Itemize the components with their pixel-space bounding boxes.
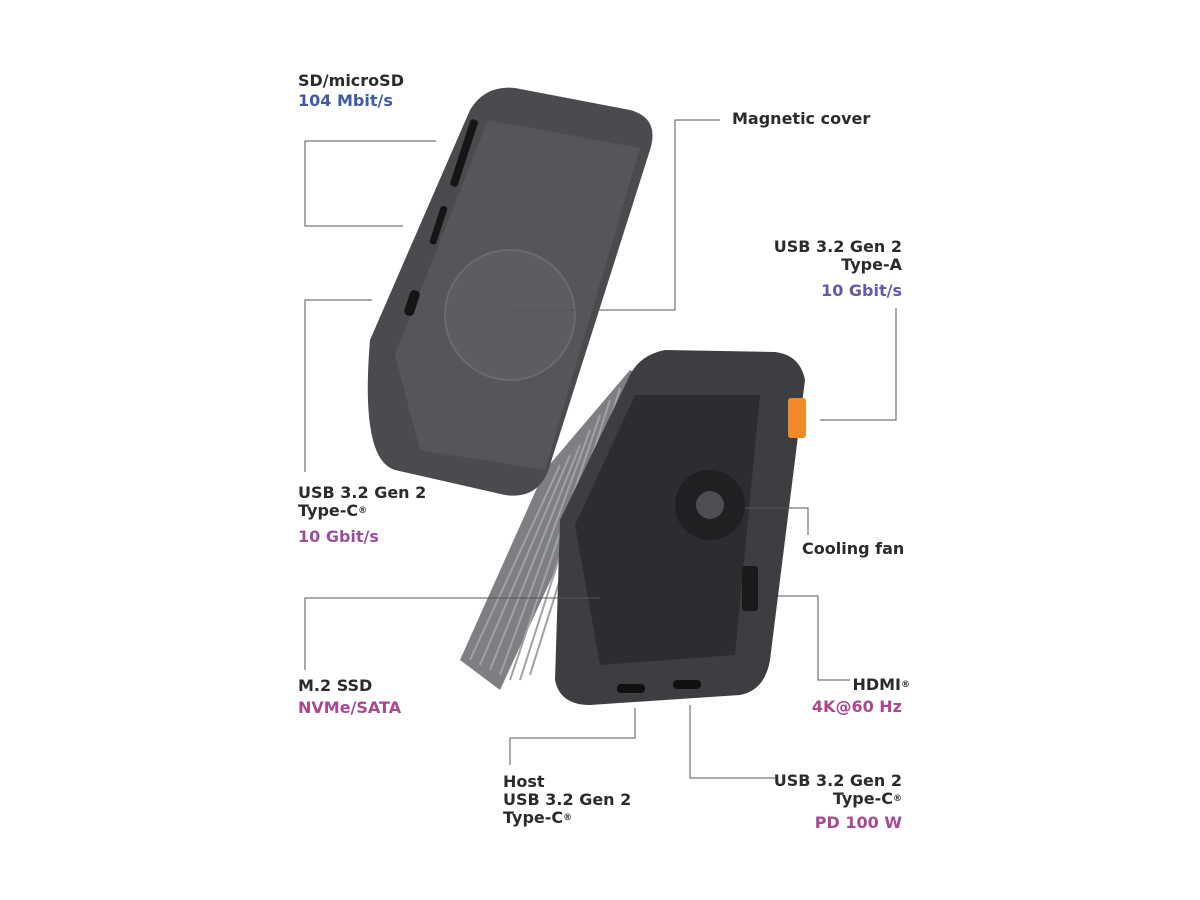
callout-title: USB 3.2 Gen 2	[773, 771, 902, 790]
callout-hdmi: HDMI® 4K@60 Hz	[812, 676, 910, 716]
callout-m2-ssd: M.2 SSD NVMe/SATA	[298, 677, 401, 717]
registered-mark: ®	[358, 506, 368, 516]
callout-value: 10 Gbit/s	[821, 281, 902, 300]
callout-title: Type-C	[298, 501, 359, 520]
callout-value: 104 Mbit/s	[298, 91, 393, 110]
sd-slot-icon	[450, 119, 478, 187]
leader-lines	[304, 119, 897, 779]
bottom-enclosure	[555, 350, 806, 705]
callout-usb-a: USB 3.2 Gen 2 Type-A 10 Gbit/s	[774, 238, 902, 300]
host-usb-c-port-icon	[617, 684, 645, 693]
magnetic-ring-icon	[444, 249, 576, 381]
callout-sd: SD/microSD 104 Mbit/s	[298, 72, 404, 110]
microsd-slot-icon	[429, 205, 448, 245]
callout-value: PD 100 W	[814, 813, 902, 832]
pd-usb-c-port-icon	[673, 680, 701, 689]
callout-value: 10 Gbit/s	[298, 527, 379, 546]
callout-magnetic-cover: Magnetic cover	[732, 110, 870, 128]
registered-mark: ®	[893, 794, 902, 804]
callout-title: Type-C	[832, 789, 893, 808]
hdmi-port-icon	[742, 566, 758, 611]
callout-pd-usb-c: USB 3.2 Gen 2 Type-C® PD 100 W	[774, 772, 902, 832]
callout-title: Cooling fan	[802, 539, 905, 558]
callout-title: USB 3.2 Gen 2	[298, 483, 427, 502]
registered-mark: ®	[901, 680, 910, 690]
callout-title: USB 3.2 Gen 2	[773, 237, 902, 256]
callout-value: NVMe/SATA	[298, 698, 402, 717]
callout-title: Type-C	[503, 808, 564, 827]
callout-value: 4K@60 Hz	[811, 697, 902, 716]
callout-cooling-fan: Cooling fan	[802, 540, 904, 558]
callout-title: HDMI	[852, 675, 901, 694]
usb-a-port-icon	[788, 398, 806, 438]
callout-title: USB 3.2 Gen 2	[503, 790, 632, 809]
callout-usb-c-left: USB 3.2 Gen 2 Type-C® 10 Gbit/s	[298, 484, 426, 546]
callout-title: M.2 SSD	[298, 676, 373, 695]
top-enclosure	[367, 87, 653, 496]
usb-c-left-port-icon	[404, 290, 420, 316]
callout-title: Host	[503, 772, 545, 791]
callout-host-usb-c: Host USB 3.2 Gen 2 Type-C®	[503, 773, 631, 827]
registered-mark: ®	[563, 813, 573, 823]
callout-title: Type-A	[841, 255, 902, 274]
callout-title: SD/microSD	[298, 71, 404, 90]
callout-title: Magnetic cover	[732, 109, 871, 128]
